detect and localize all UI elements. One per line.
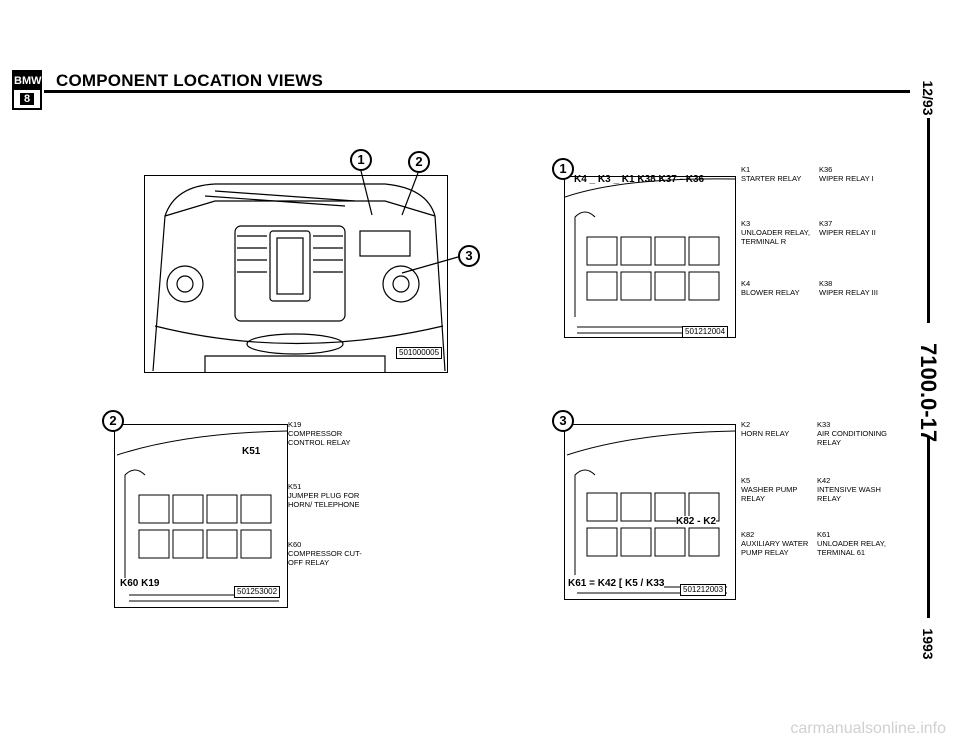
engine-bay-drawing [152, 183, 446, 372]
logo-bottom: 8 [20, 93, 34, 105]
relay-box-3-drawing [566, 430, 735, 594]
logo-top: BMW [14, 72, 42, 90]
relay-box-figure-1: 1 K4 _ K3 _ K1 K38 K37 - K36 501212004 [552, 158, 742, 338]
engine-bay-figure: 1 2 3 501000005 [140, 145, 480, 375]
header-rule [44, 90, 910, 93]
figure-1-code: 501212004 [682, 326, 729, 338]
side-page-number: 7100.0-17 [916, 343, 941, 443]
figure-1-callout: 1 [552, 158, 574, 180]
callout-1: 1 [350, 149, 372, 171]
bmw-logo: BMW 8 [12, 70, 42, 110]
figure-2-code: 501253002 [234, 586, 281, 598]
side-rule-1 [927, 118, 930, 323]
relay-box-figure-2: 2 K51 K60 K19 501253002 [102, 410, 292, 608]
figure-code: 501000005 [396, 347, 443, 359]
relay-box-1-drawing [565, 178, 735, 334]
engine-leader-lines [360, 170, 459, 274]
side-date: 12/93 [920, 80, 936, 116]
callout-2: 2 [408, 151, 430, 173]
figure-3-mid-labels: K82 - K2 [676, 516, 717, 527]
side-year: 1993 [920, 628, 936, 660]
figure-3-bottom-labels: K61 = K42 [ K5 / K33 [568, 578, 665, 589]
side-rule-2 [927, 436, 930, 618]
figure-2-label-k51: K51 [242, 446, 261, 457]
figure-2-callout: 2 [102, 410, 124, 432]
callout-3: 3 [458, 245, 480, 267]
relay-box-figure-3: 3 K82 - K2 K61 = K42 [ K5 / K33 50121200… [552, 410, 742, 600]
figure-3-callout: 3 [552, 410, 574, 432]
watermark: carmanualsonline.info [790, 720, 946, 737]
relay-box-2-drawing [116, 430, 287, 602]
page-title: COMPONENT LOCATION VIEWS [56, 71, 324, 90]
figure-3-code: 501212003 [680, 584, 727, 596]
figure-2-bottom-labels: K60 K19 [120, 578, 160, 589]
figure-1-relay-labels: K4 _ K3 _ K1 K38 K37 - K36 [574, 174, 705, 185]
